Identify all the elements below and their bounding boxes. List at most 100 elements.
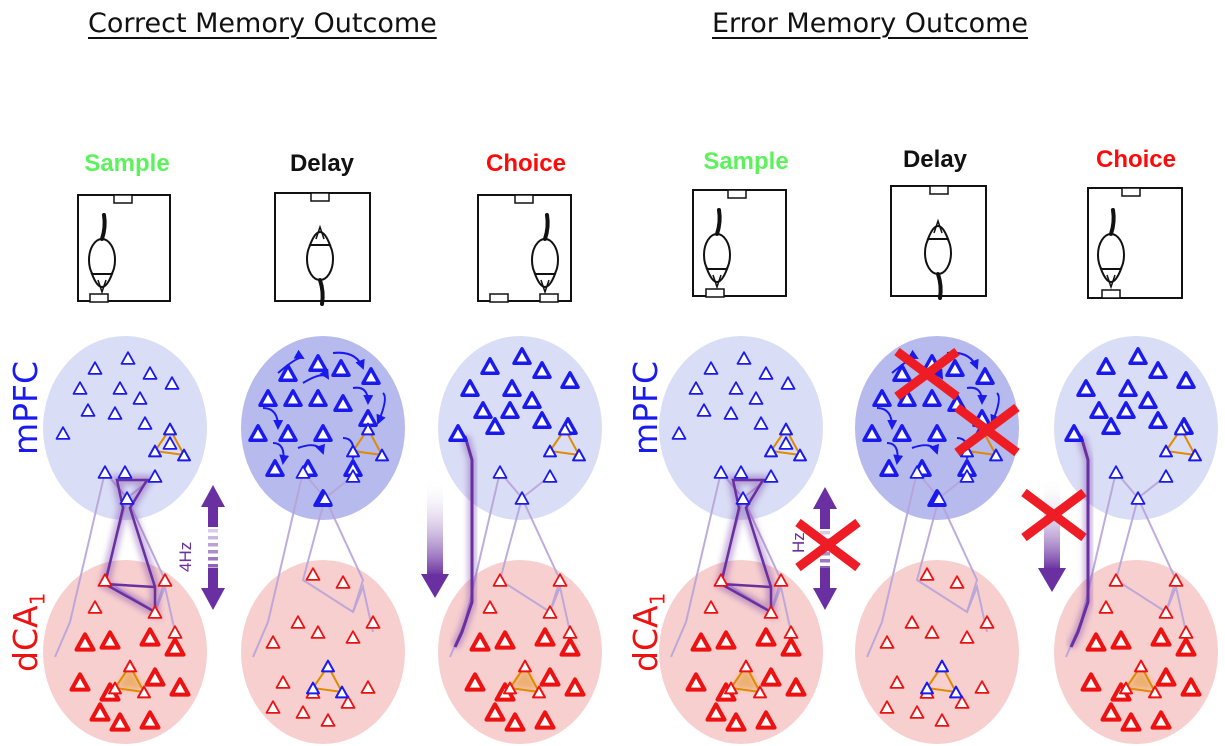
mpfc-neuron-active xyxy=(1101,417,1121,435)
dca1-neuron xyxy=(365,615,381,629)
neuron xyxy=(779,422,793,436)
mpfc-neuron xyxy=(317,491,333,505)
mpfc-neuron-active xyxy=(892,424,912,442)
dca1-neuron-active xyxy=(715,630,737,650)
oscillation-label: 4Hz xyxy=(176,542,195,572)
phase-label-delay: Delay xyxy=(902,146,968,173)
dca1-neuron xyxy=(1168,573,1184,587)
mpfc-neuron xyxy=(120,351,136,365)
projection-link xyxy=(670,471,722,658)
flow-head xyxy=(421,574,449,598)
assembly-link xyxy=(311,664,344,694)
dca1-neuron xyxy=(305,567,321,581)
mpfc-neuron xyxy=(723,406,739,420)
cross-stroke xyxy=(894,347,960,401)
dca1-neuron-active xyxy=(74,632,96,652)
maze-door xyxy=(489,293,509,303)
assembly-link xyxy=(113,664,146,694)
maze-box xyxy=(477,194,572,303)
flow-arrow-correct xyxy=(421,478,449,598)
neuron xyxy=(739,659,753,673)
dca1-neuron-active xyxy=(1155,667,1177,687)
mpfc-neuron-active xyxy=(945,359,965,377)
dca1-neuron-active xyxy=(1175,637,1197,657)
mpfc-neuron xyxy=(959,469,975,483)
mpfc-region xyxy=(1054,336,1218,520)
mpfc-neuron-active xyxy=(1096,357,1116,375)
mpfc-neuron xyxy=(55,426,71,440)
maze-door xyxy=(929,185,949,195)
dca1-region xyxy=(1054,560,1218,744)
error-cross-flow xyxy=(1021,488,1087,542)
mpfc-neuron xyxy=(542,469,558,483)
mpfc-neuron xyxy=(778,436,794,450)
dca1-neuron-active xyxy=(99,630,121,650)
sync-assembly xyxy=(103,478,157,615)
mpfc-neuron-active xyxy=(473,401,493,419)
mpfc-neuron xyxy=(119,491,135,505)
mpfc-region xyxy=(659,336,823,520)
mpfc-neuron-active xyxy=(485,417,505,435)
mpfc-neuron-active xyxy=(879,459,899,477)
phase-label-delay: Delay xyxy=(289,150,355,177)
mpfc-neuron xyxy=(164,376,180,390)
dca1-neuron-active xyxy=(760,667,782,687)
dca1-neuron xyxy=(959,630,975,644)
neuron xyxy=(518,659,532,673)
mpfc-neuron-active xyxy=(1176,371,1196,389)
mpfc-neuron xyxy=(735,491,751,505)
dca1-neuron xyxy=(335,575,351,589)
mpfc-neuron-active xyxy=(872,389,892,407)
dca1-neuron-active xyxy=(559,637,581,657)
dca1-neuron xyxy=(265,700,281,714)
neuron xyxy=(375,448,389,462)
dca1-neuron-active xyxy=(464,672,486,692)
error-cross-oscillation xyxy=(795,518,861,572)
dca1-neuron-active xyxy=(1080,672,1102,692)
rat-snout xyxy=(315,224,325,240)
mpfc-neuron-active xyxy=(512,347,532,365)
mpfc-neuron-active xyxy=(278,364,298,382)
mpfc-neuron xyxy=(147,469,163,483)
recurrent-arrow xyxy=(302,368,330,384)
dca1-neuron-active xyxy=(785,677,807,697)
assembly-glow xyxy=(732,666,760,690)
mpfc-neuron xyxy=(87,361,103,375)
dca1-neuron xyxy=(1098,600,1114,614)
mpfc-neuron-active xyxy=(862,424,882,442)
arrow-head-up xyxy=(813,487,837,529)
mpfc-neuron xyxy=(688,381,704,395)
maze-box xyxy=(274,192,371,306)
mpfc-neuron-active xyxy=(897,389,917,407)
mpfc-neuron xyxy=(713,465,729,479)
mpfc-neuron xyxy=(671,426,687,440)
rat-tail xyxy=(1109,208,1116,236)
oscillation-dash xyxy=(820,573,830,577)
cross-stroke xyxy=(954,403,1020,457)
phase-label-sample: Sample xyxy=(84,150,170,177)
dca1-neuron-active xyxy=(755,710,777,730)
dca1-neuron xyxy=(934,713,950,727)
dca1-neuron-active xyxy=(539,667,561,687)
rat-snout xyxy=(540,279,550,295)
assembly-link xyxy=(1124,664,1157,694)
dca1-neuron-active xyxy=(564,677,586,697)
recurrent-arrow xyxy=(376,392,386,425)
maze-door xyxy=(1101,289,1121,299)
dca1-neuron xyxy=(949,575,965,589)
neuron xyxy=(1174,422,1188,436)
mpfc-neuron-active xyxy=(448,424,468,442)
maze-box xyxy=(890,185,987,300)
arrow-head-down xyxy=(813,568,837,610)
neuron xyxy=(764,444,778,458)
mpfc-neuron xyxy=(492,465,508,479)
assembly-link xyxy=(1164,427,1197,457)
neuron xyxy=(724,681,738,695)
rat-tail xyxy=(936,272,943,300)
mpfc-neuron-active xyxy=(1064,424,1084,442)
projection-link xyxy=(866,471,918,658)
maze-door xyxy=(310,192,330,202)
dca1-neuron xyxy=(345,630,361,644)
dca1-region xyxy=(241,560,405,744)
